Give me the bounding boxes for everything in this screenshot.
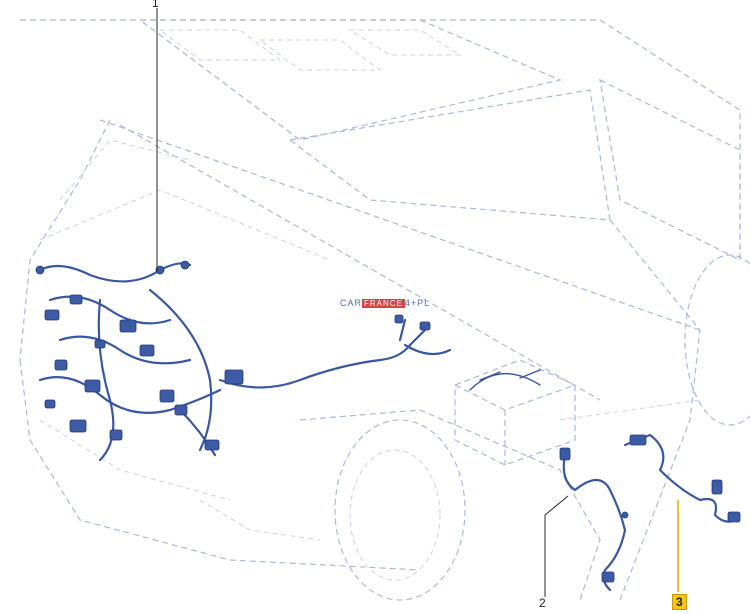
bonnet-edge [119, 124, 601, 401]
sensor-harness-3 [623, 433, 741, 523]
engine-harness [35, 260, 452, 462]
windscreen [288, 89, 611, 221]
callout-2[interactable]: 2 [539, 596, 546, 610]
door-line [609, 219, 701, 601]
roof-outline [20, 19, 741, 260]
watermark-middle: FRANCE [362, 299, 405, 308]
rear-wheel-arch [684, 254, 750, 426]
battery [454, 359, 576, 466]
side-window [599, 78, 741, 261]
sensor-harness-2 [559, 447, 629, 592]
front-wheel-arch [334, 419, 466, 601]
front-bumper [19, 359, 421, 571]
watermark-left: CAR [340, 298, 363, 308]
callout-3[interactable]: 3 [672, 594, 687, 610]
leader-2 [544, 495, 569, 597]
watermark-right: 4+PL [404, 298, 431, 308]
bonnet-line [19, 119, 111, 361]
roof-panel [138, 19, 562, 141]
a-pillar [99, 119, 701, 331]
callout-1[interactable]: 1 [152, 0, 159, 10]
front-fender [299, 409, 601, 601]
front-wheel [349, 449, 441, 581]
